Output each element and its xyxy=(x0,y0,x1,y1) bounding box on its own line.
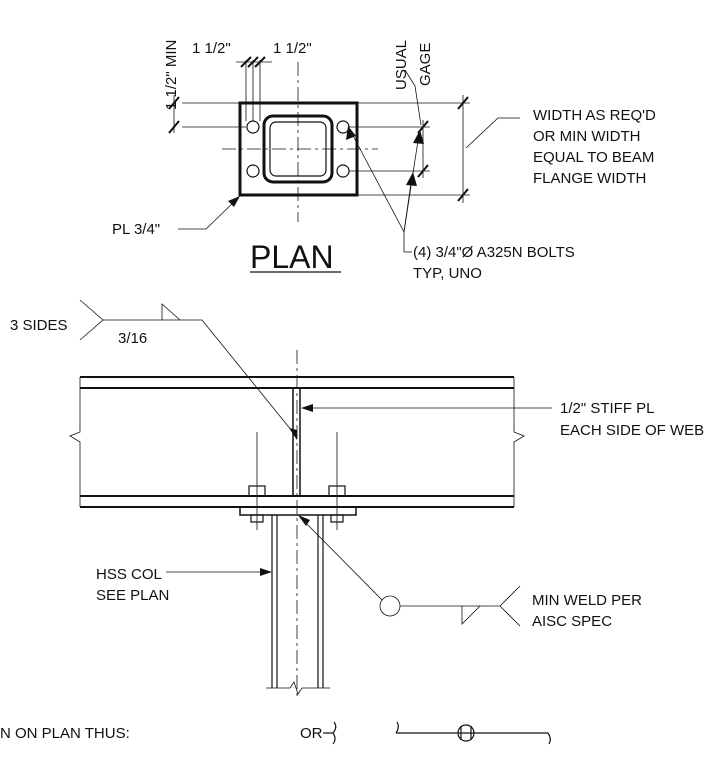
bolts-note-line-1: (4) 3/4"Ø A325N BOLTS xyxy=(413,244,575,261)
min-weld-note-line-2: AISC SPEC xyxy=(532,613,612,630)
weld-all-around-circle xyxy=(379,595,401,617)
column-note-line-1: HSS COL xyxy=(96,566,162,583)
edge-dim-label: 1 1/2" MIN xyxy=(163,40,180,110)
bolt-dim-left-label: 1 1/2" xyxy=(192,40,231,57)
column-leader-arrow xyxy=(260,568,272,576)
fillet-weld-symbol xyxy=(161,303,181,321)
bolts-leader-arrow xyxy=(346,126,356,140)
legend-break-ends xyxy=(395,721,551,745)
bolt-nut xyxy=(248,485,266,497)
legend-break-symbol xyxy=(332,721,337,745)
beam-break-line-right xyxy=(513,377,525,507)
bolt-hole xyxy=(246,164,260,178)
weld-arrow-line xyxy=(180,319,297,437)
width-note-line-1: WIDTH AS REQ'D xyxy=(533,107,656,124)
legend-row: N ON PLAN THUS: OR xyxy=(0,721,551,745)
elevation-view: 3 SIDES 3/16 1/2" STIFF PL EACH SIDE OF … xyxy=(10,299,704,700)
dim-tick xyxy=(240,56,252,68)
dim-tick xyxy=(247,56,259,68)
stiffener-note-line-1: 1/2" STIFF PL xyxy=(560,400,655,417)
weld-arrow-head xyxy=(289,428,297,440)
dim-tick xyxy=(457,188,469,202)
gage-leader xyxy=(404,69,422,126)
weld-sides-label: 3 SIDES xyxy=(10,317,68,334)
stiffener-leader-arrow xyxy=(301,404,313,412)
stiffener-plate xyxy=(292,387,301,497)
width-note-line-2: OR MIN WIDTH xyxy=(533,128,640,145)
width-note-line-3: EQUAL TO BEAM xyxy=(533,149,654,166)
stiffener-note-line-2: EACH SIDE OF WEB xyxy=(560,422,704,439)
bolt-hole xyxy=(336,120,350,134)
plan-thus-label: N ON PLAN THUS: xyxy=(0,725,130,742)
width-leader xyxy=(465,117,520,149)
bolts-leader xyxy=(403,133,420,233)
usual-gage-label-2: GAGE xyxy=(417,43,434,86)
bolt-hole xyxy=(336,164,350,178)
dim-tick xyxy=(254,56,266,68)
min-weld-fillet-symbol xyxy=(461,605,481,625)
bolts-leader-arrow xyxy=(413,130,424,144)
legend-connection-circle xyxy=(457,724,475,742)
bolt-head xyxy=(250,514,264,523)
min-weld-tail xyxy=(499,605,521,627)
weld-size-label: 3/16 xyxy=(118,330,147,347)
bolt-head xyxy=(330,514,344,523)
bolt-nut xyxy=(328,485,346,497)
bolt-dim-right-label: 1 1/2" xyxy=(273,40,312,57)
weld-tail xyxy=(79,299,104,321)
or-label: OR xyxy=(300,725,323,742)
usual-gage-label-1: USUAL xyxy=(393,40,410,90)
plate-label: PL 3/4" xyxy=(112,221,160,238)
bolts-note-line-2: TYP, UNO xyxy=(413,265,482,282)
min-weld-arrow-line xyxy=(299,516,383,601)
plate-leader-arrow xyxy=(228,196,240,207)
beam-break-line-left xyxy=(69,377,81,507)
plate-leader xyxy=(178,199,237,230)
bolts-leader-arrow xyxy=(406,172,417,186)
dim-tick xyxy=(417,164,429,178)
dim-tick xyxy=(168,120,180,134)
column-note-line-2: SEE PLAN xyxy=(96,587,169,604)
column-break-line xyxy=(266,681,330,695)
min-weld-tail xyxy=(499,585,521,607)
bolt-hole xyxy=(246,120,260,134)
min-weld-note-line-1: MIN WELD PER xyxy=(532,592,642,609)
plan-view: PLAN 1 1/2" MIN 1 1/2" 1 1/2" USUAL GAGE… xyxy=(112,40,656,282)
dim-tick xyxy=(168,96,180,110)
width-note-line-4: FLANGE WIDTH xyxy=(533,170,646,187)
min-weld-arrow-head xyxy=(298,515,310,526)
plan-title: PLAN xyxy=(250,239,334,275)
dim-tick xyxy=(457,96,469,110)
